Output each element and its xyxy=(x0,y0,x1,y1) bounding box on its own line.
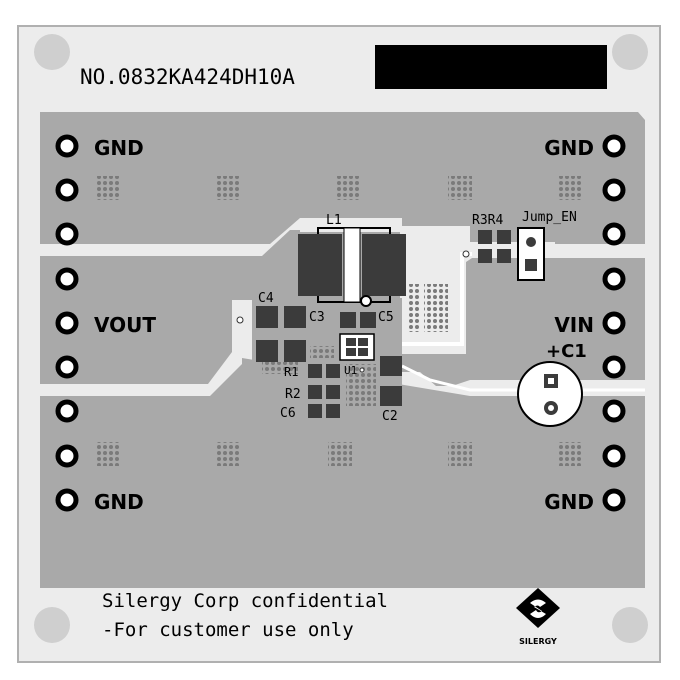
via-array xyxy=(336,176,360,200)
via-array xyxy=(216,442,240,466)
terminal-pad xyxy=(55,134,79,158)
via-array xyxy=(408,284,420,332)
blackout-label xyxy=(375,45,607,89)
copper-vin xyxy=(372,258,645,386)
label-gnd-left-top: GND xyxy=(94,136,144,160)
designator-c6: C6 xyxy=(280,406,296,421)
terminal-pad xyxy=(602,355,626,379)
via-array xyxy=(558,442,582,466)
terminal-pad xyxy=(602,399,626,423)
terminal-pad xyxy=(602,134,626,158)
component-pad xyxy=(326,364,340,378)
terminal-pad xyxy=(55,222,79,246)
via-array xyxy=(310,346,334,358)
designator-c4: C4 xyxy=(258,291,274,306)
capacitor-c5-pad xyxy=(340,312,356,328)
terminal-pad xyxy=(602,444,626,468)
capacitor-c1 xyxy=(517,361,583,427)
designator-c5: C5 xyxy=(378,310,394,325)
label-vout: VOUT xyxy=(94,313,156,337)
ic-u1 xyxy=(339,333,375,361)
via-array xyxy=(448,176,472,200)
resistor-r3-pad xyxy=(478,230,492,244)
via xyxy=(359,367,365,373)
capacitor-c2-pad xyxy=(380,386,402,406)
terminal-pad xyxy=(55,267,79,291)
via-array xyxy=(558,176,582,200)
label-vin: VIN xyxy=(554,313,594,337)
capacitor-c6-pad xyxy=(308,404,322,418)
label-gnd-right-bottom: GND xyxy=(544,490,594,514)
designator-c2: C2 xyxy=(382,409,398,424)
terminal-pad xyxy=(55,399,79,423)
capacitor-c2-pad xyxy=(380,356,402,376)
via-array xyxy=(424,284,448,332)
jumper-en[interactable] xyxy=(517,227,545,281)
terminal-pad xyxy=(602,311,626,335)
resistor-r2-pad xyxy=(308,385,322,399)
copper-vout xyxy=(40,230,300,384)
corner-hole-top-right xyxy=(612,34,648,70)
corner-hole-top-left xyxy=(34,34,70,70)
corner-hole-bottom-left xyxy=(34,607,70,643)
footer-customer-use: -For customer use only xyxy=(102,619,354,641)
terminals-right xyxy=(602,134,626,512)
terminal-pad xyxy=(55,444,79,468)
designator-c1: +C1 xyxy=(546,341,587,362)
resistor-r3-pad xyxy=(478,249,492,263)
label-gnd-left-bottom: GND xyxy=(94,490,144,514)
copper-gnd-bottom xyxy=(40,358,645,588)
resistor-r4-pad xyxy=(497,230,511,244)
silergy-logo: SILERGY xyxy=(516,588,560,646)
designator-c3: C3 xyxy=(309,310,325,325)
via-array xyxy=(328,442,352,466)
terminal-pad xyxy=(55,178,79,202)
via-array xyxy=(448,442,472,466)
capacitor-c4-pad xyxy=(284,306,306,328)
capacitor-c4-pad xyxy=(256,306,278,328)
label-gnd-right-top: GND xyxy=(544,136,594,160)
capacitor-c6-pad xyxy=(326,404,340,418)
part-number: NO.0832KA424DH10A xyxy=(80,65,295,89)
terminal-pad xyxy=(602,178,626,202)
via-array xyxy=(216,176,240,200)
designator-r3r4: R3R4 xyxy=(472,213,503,228)
terminal-pad xyxy=(602,222,626,246)
corner-hole-bottom-right xyxy=(612,607,648,643)
designator-r1: R1 xyxy=(284,365,298,379)
component-pad xyxy=(308,364,322,378)
via xyxy=(236,316,244,324)
capacitor-pad xyxy=(284,340,306,362)
resistor-r4-pad xyxy=(497,249,511,263)
designator-u1: U1 xyxy=(344,364,357,377)
designator-jump-en: Jump_EN xyxy=(522,210,577,225)
footer-confidential: Silergy Corp confidential xyxy=(102,590,388,612)
designator-r2: R2 xyxy=(285,387,301,402)
terminal-pad xyxy=(602,488,626,512)
terminal-pad xyxy=(55,311,79,335)
terminals-left xyxy=(55,134,79,512)
terminal-pad xyxy=(55,355,79,379)
via xyxy=(462,250,470,258)
terminal-pad xyxy=(55,488,79,512)
capacitor-pad xyxy=(256,340,278,362)
inductor-l1 xyxy=(298,227,406,307)
resistor-r2-pad xyxy=(326,385,340,399)
terminal-pad xyxy=(602,267,626,291)
via-array xyxy=(96,176,120,200)
via-array xyxy=(96,442,120,466)
capacitor-c5-pad xyxy=(360,312,376,328)
logo-text: SILERGY xyxy=(519,637,557,646)
designator-l1: L1 xyxy=(326,213,342,228)
via-array xyxy=(262,362,298,374)
